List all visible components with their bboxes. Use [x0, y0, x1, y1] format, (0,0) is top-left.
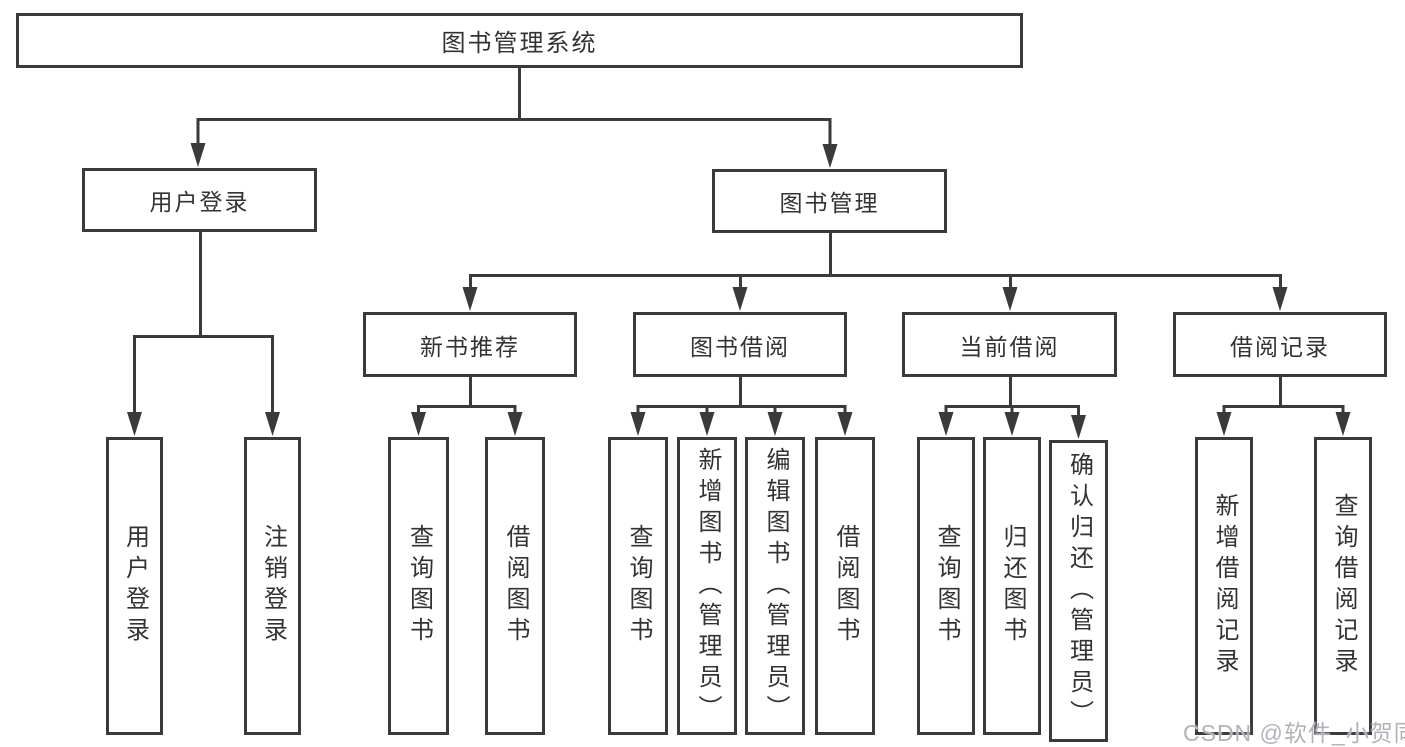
leaf-return-books: 归还图书: [983, 437, 1041, 735]
leaf-current-query-books-label: 查询图书: [933, 524, 960, 648]
leaf-add-borrow-record: 新增借阅记录: [1195, 437, 1253, 735]
arrowheads: [127, 143, 1351, 439]
csdn-watermark: CSDN @软件_小贺同学: [1183, 720, 1405, 746]
connector-segments: [133, 68, 1345, 419]
leaf-edit-books-admin-label: 编辑图书（管理员）: [762, 446, 789, 726]
node-book-management-label: 图书管理: [779, 190, 880, 216]
leaf-add-books-admin-label: 新增图书（管理员）: [694, 446, 721, 726]
leaf-newbook-borrow-books-label: 借阅图书: [502, 524, 529, 648]
node-book-borrow-label: 图书借阅: [690, 333, 790, 360]
leaf-user-login-label: 用户登录: [121, 524, 149, 648]
node-book-borrow: 图书借阅: [633, 312, 847, 377]
leaf-query-borrow-record: 查询借阅记录: [1314, 437, 1372, 735]
leaf-newbook-query-books-label: 查询图书: [405, 524, 433, 648]
node-borrow-record-label: 借阅记录: [1230, 333, 1330, 360]
leaf-confirm-return-admin: 确认归还（管理员）: [1049, 440, 1108, 742]
leaf-logout-label: 注销登录: [259, 524, 287, 648]
leaf-logout: 注销登录: [244, 437, 301, 735]
leaf-edit-books-admin: 编辑图书（管理员）: [745, 437, 805, 735]
node-current-borrow: 当前借阅: [902, 312, 1117, 377]
leaf-current-query-books: 查询图书: [917, 437, 975, 735]
node-new-book-recommend-label: 新书推荐: [420, 333, 520, 360]
leaf-return-books-label: 归还图书: [999, 524, 1026, 648]
leaf-user-login: 用户登录: [106, 437, 163, 735]
node-library-system: 图书管理系统: [16, 13, 1023, 68]
leaf-add-books-admin: 新增图书（管理员）: [677, 437, 737, 735]
leaf-query-borrow-record-label: 查询借阅记录: [1330, 493, 1357, 679]
node-current-borrow-label: 当前借阅: [959, 333, 1060, 360]
leaf-borrow-borrow-books: 借阅图书: [815, 437, 875, 735]
node-user-login-branch: 用户登录: [82, 168, 317, 232]
leaf-borrow-query-books-label: 查询图书: [625, 524, 652, 648]
node-user-login-branch-label: 用户登录: [149, 189, 250, 215]
leaf-newbook-borrow-books: 借阅图书: [485, 437, 545, 735]
leaf-confirm-return-admin-label: 确认归还（管理员）: [1065, 451, 1093, 731]
leaf-add-borrow-record-label: 新增借阅记录: [1211, 493, 1238, 679]
node-new-book-recommend: 新书推荐: [363, 312, 577, 377]
node-library-system-label: 图书管理系统: [441, 30, 598, 57]
node-borrow-record: 借阅记录: [1173, 312, 1387, 377]
leaf-borrow-borrow-books-label: 借阅图书: [832, 524, 859, 648]
leaf-borrow-query-books: 查询图书: [608, 437, 668, 735]
node-book-management: 图书管理: [712, 169, 947, 233]
leaf-newbook-query-books: 查询图书: [388, 437, 449, 735]
